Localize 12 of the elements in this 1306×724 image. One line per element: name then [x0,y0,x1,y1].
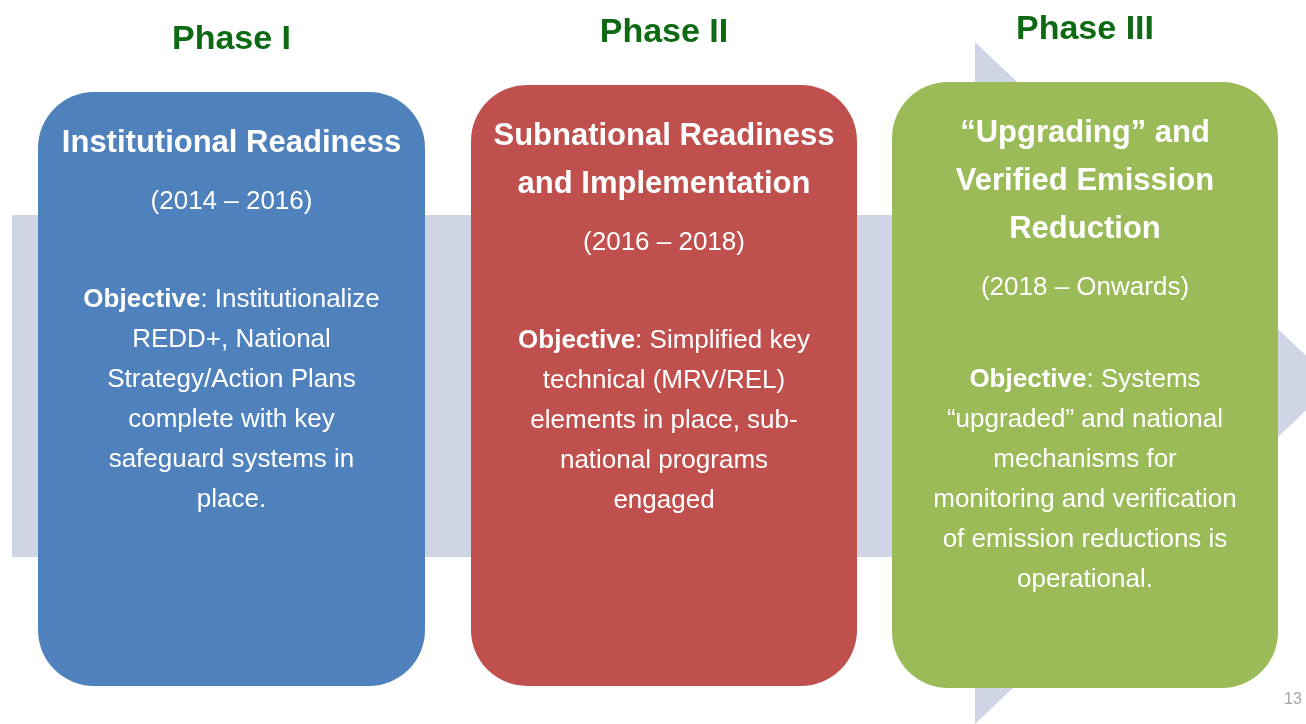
phase-years: (2014 – 2016) [150,184,313,217]
phase-years: (2018 – Onwards) [980,270,1190,303]
phase-title: Institutional Readiness [61,123,402,161]
phase-heading: Phase I [170,18,293,57]
phase-years: (2016 – 2018) [583,225,745,258]
objective-text: Objective: Systems “upgraded” and national mechanisms for monitoring and verification of emission reductions is operational. [932,362,1238,595]
objective-text: Objective: Simplified key technical (MRV/REL) elements in place, sub-national programs engaged [517,323,811,516]
phase-title: Subnational Readiness and Implementation [492,116,836,202]
objective-text: Objective: Institutionalize REDD+, National Strategy/Action Plans complete with key safeguard systems in place. [82,282,381,515]
phase-title: “Upgrading” and Verified Emission Reduction [954,113,1216,247]
phase-heading: Phase II [598,11,730,50]
phase-heading: Phase III [1015,8,1155,47]
